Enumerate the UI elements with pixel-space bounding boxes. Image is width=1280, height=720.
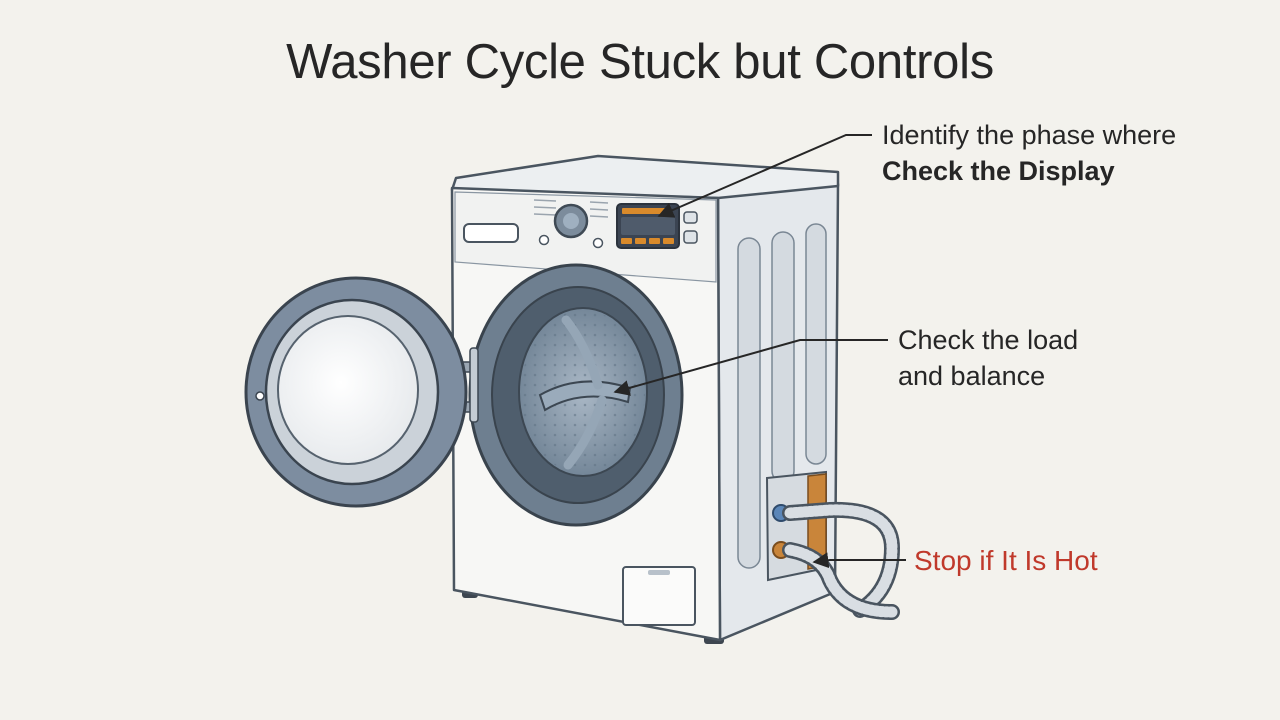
control-panel (454, 191, 717, 283)
leader-load (613, 339, 888, 396)
door-glass (277, 315, 419, 465)
vent-lines (533, 199, 609, 218)
open-door[interactable] (244, 276, 468, 508)
drum-assembly (468, 263, 684, 527)
callout-check-load: Check the load and balance (898, 322, 1078, 394)
leader-hot (812, 552, 906, 569)
callout-check-display: Identify the phase where Check the Displ… (882, 117, 1176, 189)
callout-stop-if-hot: Stop if It Is Hot (914, 543, 1098, 579)
panel-button-bottom[interactable] (683, 230, 698, 244)
panel-button-top[interactable] (683, 211, 698, 224)
diagram-title: Washer Cycle Stuck but Controls (286, 35, 994, 89)
small-button-left[interactable] (538, 234, 550, 246)
filter-access-panel[interactable] (622, 566, 696, 626)
leader-display (657, 134, 872, 218)
small-button-right[interactable] (592, 237, 604, 249)
water-connections (765, 470, 901, 620)
display-keys (621, 238, 674, 244)
callout-display-line1: Identify the phase where (882, 120, 1177, 150)
leader-lines (613, 134, 906, 569)
callout-display-line2: Check the Display (882, 156, 1115, 186)
drum-paddle (538, 380, 632, 412)
callout-load-line1: Check the load (898, 325, 1079, 355)
detergent-drawer-handle[interactable] (463, 223, 519, 243)
callout-hot-text: Stop if It Is Hot (914, 545, 1098, 576)
callout-load-line2: and balance (898, 361, 1046, 391)
